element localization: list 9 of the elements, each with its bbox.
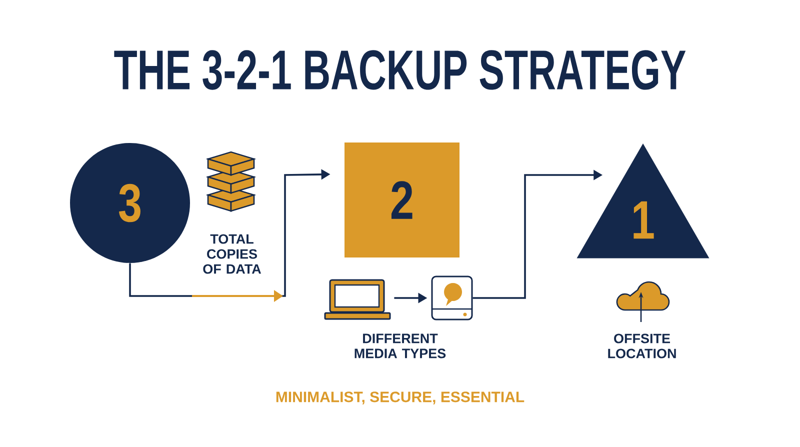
number-square: 2 bbox=[344, 142, 460, 258]
drive-icon bbox=[431, 276, 473, 320]
title: THE 3-2-1 BACKUP STRATEGY bbox=[114, 50, 686, 90]
caption: MINIMALIST, SECURE, ESSENTIAL bbox=[276, 392, 524, 404]
caption-text: DIFFERENT MEDIA TYPES bbox=[354, 334, 446, 358]
laptop-icon bbox=[324, 279, 391, 320]
caption-text: OFFSITE LOCATION bbox=[608, 334, 676, 358]
number-triangle: 1 bbox=[576, 144, 710, 258]
caption-text: TOTAL COPIES OF DATA bbox=[203, 234, 262, 274]
